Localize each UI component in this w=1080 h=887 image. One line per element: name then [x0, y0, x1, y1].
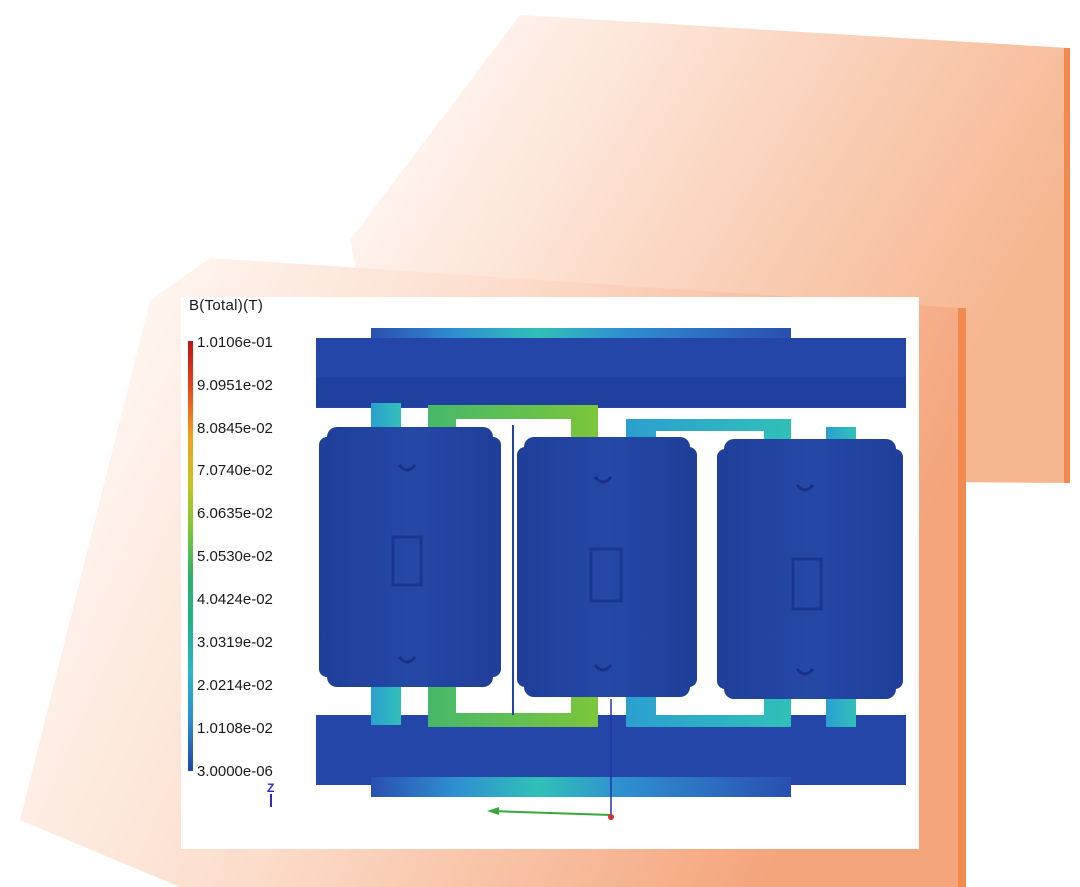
simulation-figure: B(Total)(T) 1.0106e-01 9.0951e-02 8.0845…	[181, 297, 919, 849]
bottom-yoke-edge	[371, 777, 791, 797]
legend-tick: 2.0214e-02	[197, 677, 273, 694]
transformer-field-plot	[270, 328, 906, 820]
coil-right	[717, 439, 903, 699]
legend-tick: 1.0106e-01	[197, 334, 273, 351]
axis-origin	[608, 814, 614, 820]
colorbar	[188, 341, 193, 771]
legend-tick: 7.0740e-02	[197, 462, 273, 479]
legend-tick: 1.0108e-02	[197, 720, 273, 737]
axis-y-arrow	[490, 810, 612, 816]
legend-tick: 6.0635e-02	[197, 505, 273, 522]
coil-left	[319, 427, 501, 687]
legend-tick: 8.0845e-02	[197, 420, 273, 437]
axis-triad-label: Z	[267, 781, 275, 795]
legend-tick: 5.0530e-02	[197, 548, 273, 565]
coil-middle	[517, 437, 697, 697]
legend-tick: 9.0951e-02	[197, 377, 273, 394]
legend-tick: 4.0424e-02	[197, 591, 273, 608]
legend-tick: 3.0000e-06	[197, 763, 273, 780]
legend-tick: 3.0319e-02	[197, 634, 273, 651]
legend-title: B(Total)(T)	[189, 297, 264, 314]
